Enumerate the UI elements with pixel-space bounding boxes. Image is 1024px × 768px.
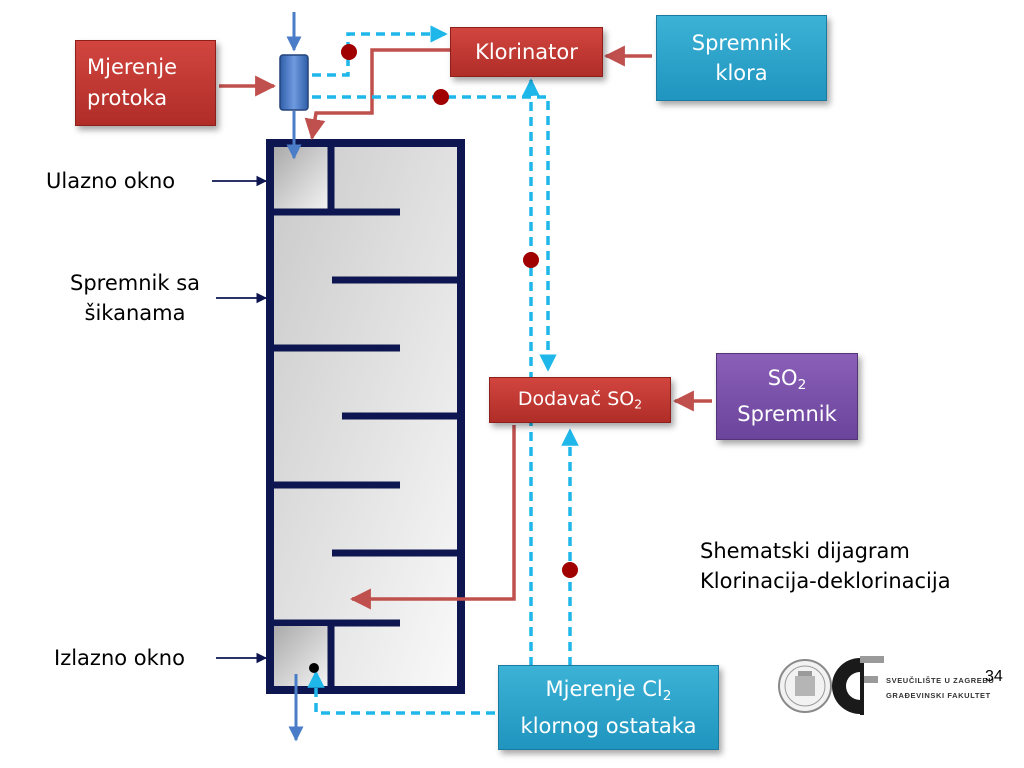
chlorine-tank-line2: klora	[715, 61, 768, 85]
so2-dosing-sub: 2	[634, 397, 643, 412]
tank-label: Spremnik sa šikanama	[60, 268, 210, 328]
so2-tank-sub: 2	[797, 377, 807, 394]
so2-dosing-box: Dodavač SO2	[489, 377, 671, 423]
inlet-label: Ulazno okno	[46, 169, 176, 193]
baffled-tank	[266, 139, 465, 694]
flow-measurement-box: Mjerenje protoka	[75, 40, 216, 126]
feed-lines	[219, 45, 712, 610]
residual-measurement-sub: 2	[662, 688, 672, 705]
sensor-dots	[309, 44, 578, 673]
logo-faculty-text: GRAĐEVINSKI FAKULTET	[886, 691, 991, 700]
flow-meter	[279, 12, 309, 742]
chlorinator-label: Klorinator	[475, 40, 578, 64]
caption-line2: Klorinacija-deklorinacija	[700, 569, 951, 593]
so2-tank-box: SO2 Spremnik	[716, 353, 858, 440]
inlet-chamber	[274, 147, 329, 211]
residual-measurement-line1: Mjerenje Cl	[545, 676, 663, 701]
chlorine-tank-line1: Spremnik	[691, 31, 792, 55]
university-logo	[778, 656, 884, 715]
tank-label-line1: Spremnik sa	[70, 271, 200, 295]
so2-dosing-label: Dodavač SO	[517, 388, 635, 411]
so2-tank-line1: SO	[767, 365, 798, 390]
signal-lines	[307, 25, 579, 715]
page-number: 34	[985, 668, 1003, 685]
so2-tank-line2: Spremnik	[737, 402, 837, 427]
chlorine-tank-box: Spremnik klora	[656, 15, 827, 101]
diagram-caption: Shematski dijagram Klorinacija-deklorina…	[700, 536, 951, 596]
label-pointers	[212, 175, 268, 664]
outlet-label: Izlazno okno	[54, 646, 185, 670]
caption-line1: Shematski dijagram	[700, 539, 910, 563]
flow-measurement-line2: protoka	[87, 86, 168, 110]
tank-label-line2: šikanama	[84, 301, 186, 325]
logo-university-text: SVEUČILIŠTE U ZAGREBU	[886, 676, 995, 685]
residual-measurement-box: Mjerenje Cl2 klornog ostataka	[498, 665, 719, 750]
outlet-chamber	[274, 626, 329, 686]
flow-measurement-line1: Mjerenje	[87, 55, 178, 79]
residual-measurement-line2: klornog ostataka	[520, 714, 697, 739]
chlorinator-box: Klorinator	[450, 27, 603, 77]
